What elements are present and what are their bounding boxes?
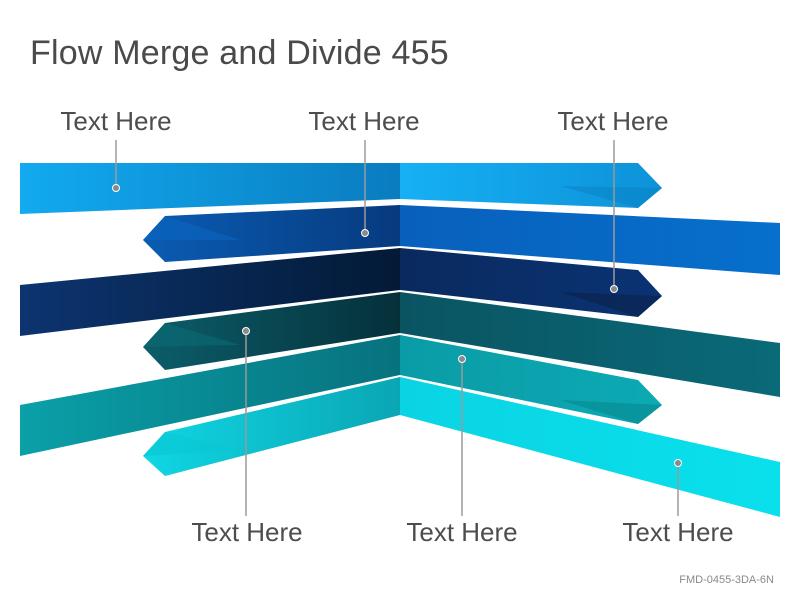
label-bottom-right: Text Here: [622, 517, 734, 547]
label-top-left: Text Here: [60, 106, 172, 136]
label-bottom-middle: Text Here: [406, 517, 518, 547]
callout-top-middle: [361, 140, 369, 237]
flow-band-6: [143, 377, 780, 517]
callout-top-left: [112, 140, 120, 192]
page-title: Flow Merge and Divide 455: [30, 34, 449, 72]
flow-band-3: [20, 248, 662, 336]
label-bottom-left: Text Here: [191, 517, 303, 547]
callout-top-right: [610, 140, 618, 293]
callout-bottom-right: [674, 459, 682, 516]
callout-bottom-middle: [458, 355, 466, 516]
label-top-right: Text Here: [557, 106, 669, 136]
flow-band-2: [143, 205, 780, 275]
flow-band-1: [20, 163, 662, 214]
footer-code: FMD-0455-3DA-6N: [679, 574, 774, 586]
label-top-middle: Text Here: [308, 106, 420, 136]
callout-bottom-left: [242, 327, 250, 516]
flow-band-4: [143, 292, 780, 397]
